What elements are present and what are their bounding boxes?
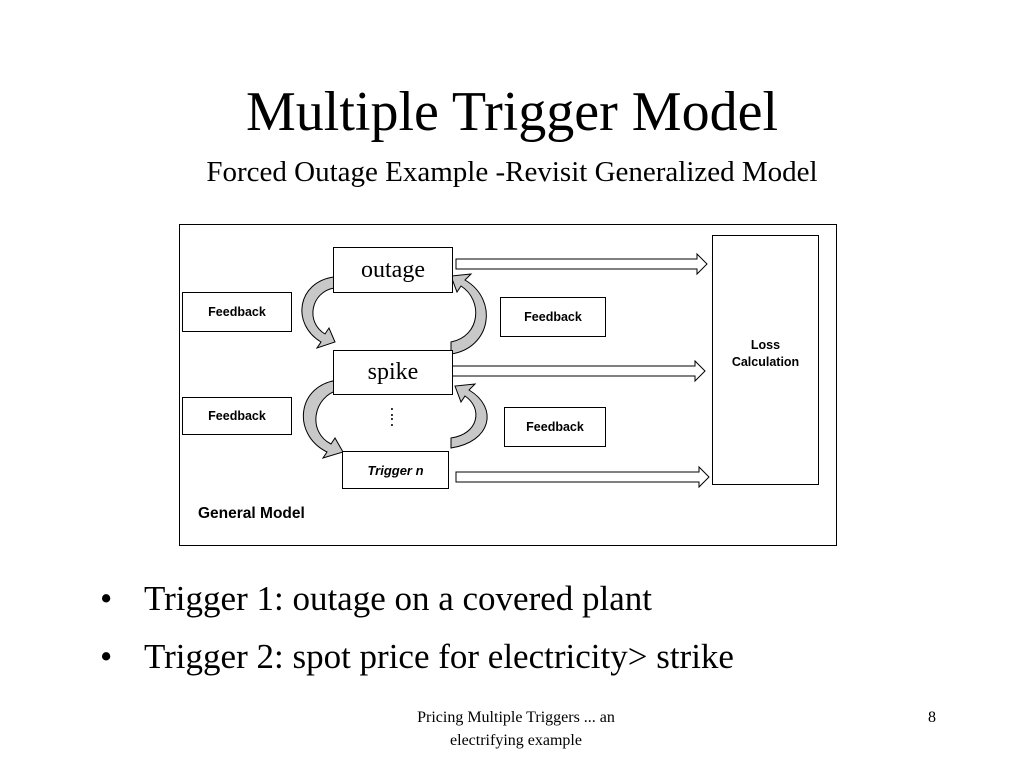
loss-label-line2: Calculation <box>731 355 800 369</box>
ellipsis-dots-top: : <box>389 401 395 420</box>
left-curved-arrow-1 <box>301 276 336 349</box>
footer-line1: Pricing Multiple Triggers ... an <box>417 709 615 726</box>
general-model-diagram: outage spike Trigger n : : Feedback Feed… <box>179 224 837 546</box>
right-curved-arrow-1 <box>450 273 487 355</box>
arrow-spike-to-loss <box>451 359 706 383</box>
general-model-label: General Model <box>198 505 305 522</box>
ellipsis-dots-bottom: : <box>389 411 395 430</box>
slide-title: Multiple Trigger Model <box>245 81 779 143</box>
feedback-box-right-1: Feedback <box>500 297 606 337</box>
outage-trigger-box: outage <box>333 247 453 293</box>
bullet-text: Trigger 1: outage on a covered plant <box>144 579 653 618</box>
feedback-box-right-2: Feedback <box>504 407 606 447</box>
loss-label-line1: Loss <box>750 338 781 352</box>
page-number: 8 <box>928 709 936 726</box>
trigger-n-box: Trigger n <box>342 451 449 489</box>
feedback-box-left-2: Feedback <box>182 397 292 435</box>
feedback-box-left-1: Feedback <box>182 292 292 332</box>
footer-line2: electrifying example <box>450 732 582 749</box>
loss-calculation-box: Loss Calculation <box>712 235 819 485</box>
arrow-trigger-n-to-loss <box>455 465 710 489</box>
ellipsis-dots: : : <box>382 401 402 430</box>
bullet-marker: • <box>100 579 113 618</box>
bullet-item: • Trigger 2: spot price for electricity>… <box>100 628 734 686</box>
bullet-marker: • <box>100 637 113 676</box>
left-curved-arrow-2 <box>302 379 344 459</box>
bullet-list: • Trigger 1: outage on a covered plant •… <box>100 570 734 686</box>
bullet-item: • Trigger 1: outage on a covered plant <box>100 570 734 628</box>
right-curved-arrow-2 <box>450 383 488 449</box>
footer-text: Pricing Multiple Triggers ... an electri… <box>376 706 656 752</box>
slide-subtitle: Forced Outage Example -Revisit Generaliz… <box>206 156 818 188</box>
spike-trigger-box: spike <box>333 350 453 395</box>
bullet-text: Trigger 2: spot price for electricity> s… <box>144 637 734 676</box>
arrow-outage-to-loss <box>455 252 708 276</box>
